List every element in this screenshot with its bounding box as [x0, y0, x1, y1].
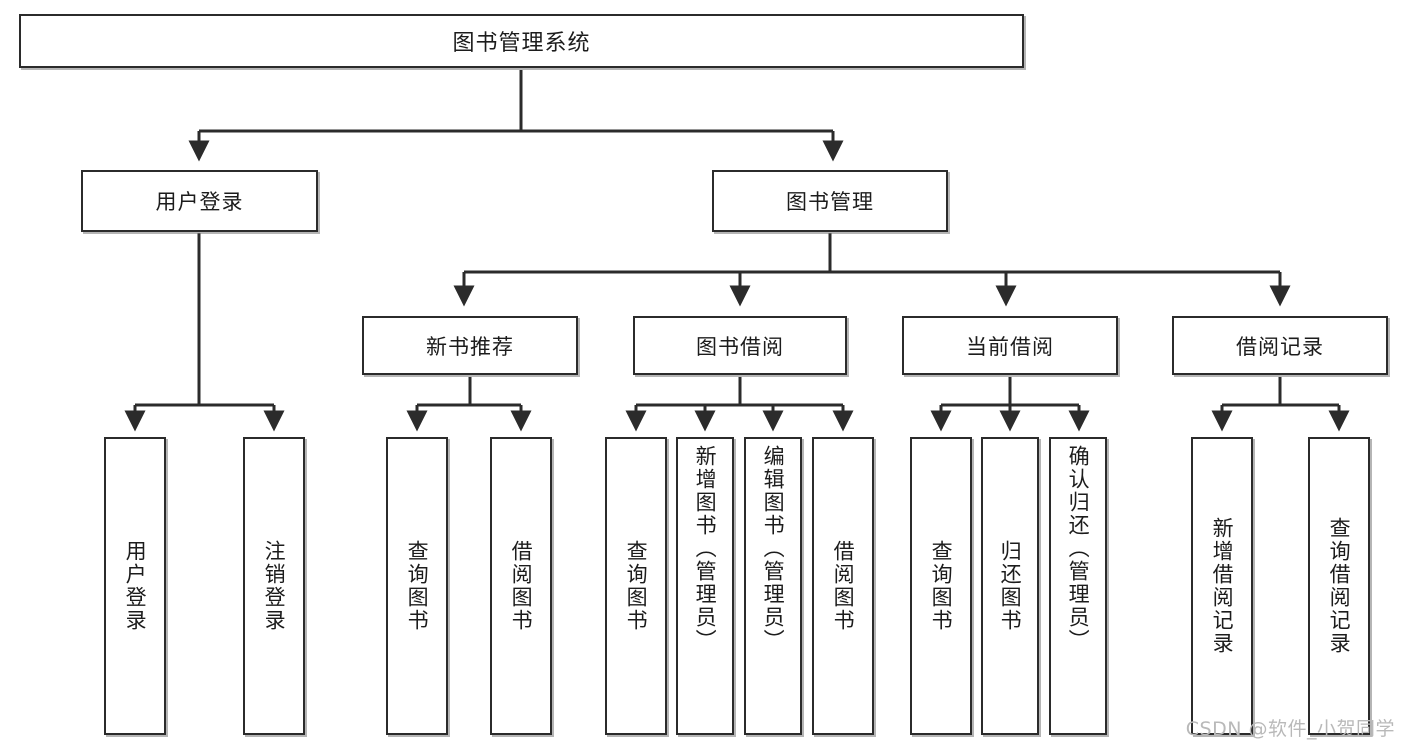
- node-leaf-confirm-return[interactable]: 确认归还（管理员）: [1049, 437, 1107, 735]
- node-leaf-logout-login[interactable]: 注销登录: [243, 437, 305, 735]
- node-label: 查询图书: [624, 540, 649, 632]
- node-leaf-user-login[interactable]: 用户登录: [104, 437, 166, 735]
- node-label: 用户登录: [155, 190, 244, 214]
- node-label: 用户登录: [123, 540, 148, 632]
- node-label: 查询借阅记录: [1327, 517, 1352, 655]
- node-leaf-edit-book[interactable]: 编辑图书（管理员）: [744, 437, 802, 735]
- node-label: 编辑图书（管理员）: [761, 445, 786, 652]
- node-label: 图书借阅: [696, 334, 784, 359]
- node-label: 注销登录: [262, 540, 287, 632]
- node-borrow-record[interactable]: 借阅记录: [1172, 316, 1388, 375]
- node-book-borrow[interactable]: 图书借阅: [633, 316, 847, 375]
- node-root-book-management-system[interactable]: 图书管理系统: [19, 14, 1024, 68]
- node-leaf-query-book-3[interactable]: 查询图书: [910, 437, 972, 735]
- watermark-credit: CSDN @软件_小贺同学: [1185, 718, 1395, 740]
- node-label: 查询图书: [929, 540, 954, 632]
- node-book-management[interactable]: 图书管理: [712, 170, 948, 232]
- node-leaf-add-record[interactable]: 新增借阅记录: [1191, 437, 1253, 735]
- node-label: 图书管理系统: [452, 31, 591, 56]
- node-current-borrow[interactable]: 当前借阅: [902, 316, 1118, 375]
- node-label: 当前借阅: [966, 334, 1054, 359]
- node-new-book-recommend[interactable]: 新书推荐: [362, 316, 578, 375]
- node-label: 新书推荐: [426, 334, 514, 359]
- node-label: 借阅图书: [509, 540, 534, 632]
- node-label: 确认归还（管理员）: [1066, 445, 1091, 652]
- node-leaf-return-book[interactable]: 归还图书: [981, 437, 1039, 735]
- node-label: 借阅图书: [831, 540, 856, 632]
- node-leaf-query-book-2[interactable]: 查询图书: [605, 437, 667, 735]
- node-leaf-borrow-book-2[interactable]: 借阅图书: [812, 437, 874, 735]
- node-leaf-query-book-1[interactable]: 查询图书: [386, 437, 448, 735]
- node-label: 归还图书: [998, 540, 1023, 632]
- node-label: 借阅记录: [1236, 334, 1324, 359]
- node-leaf-query-record[interactable]: 查询借阅记录: [1308, 437, 1370, 735]
- node-label: 图书管理: [786, 190, 874, 214]
- node-leaf-borrow-book-1[interactable]: 借阅图书: [490, 437, 552, 735]
- node-label: 新增借阅记录: [1210, 517, 1235, 655]
- node-label: 查询图书: [405, 540, 430, 632]
- node-leaf-add-book[interactable]: 新增图书（管理员）: [676, 437, 734, 735]
- node-label: 新增图书（管理员）: [693, 445, 718, 652]
- node-user-login[interactable]: 用户登录: [81, 170, 318, 232]
